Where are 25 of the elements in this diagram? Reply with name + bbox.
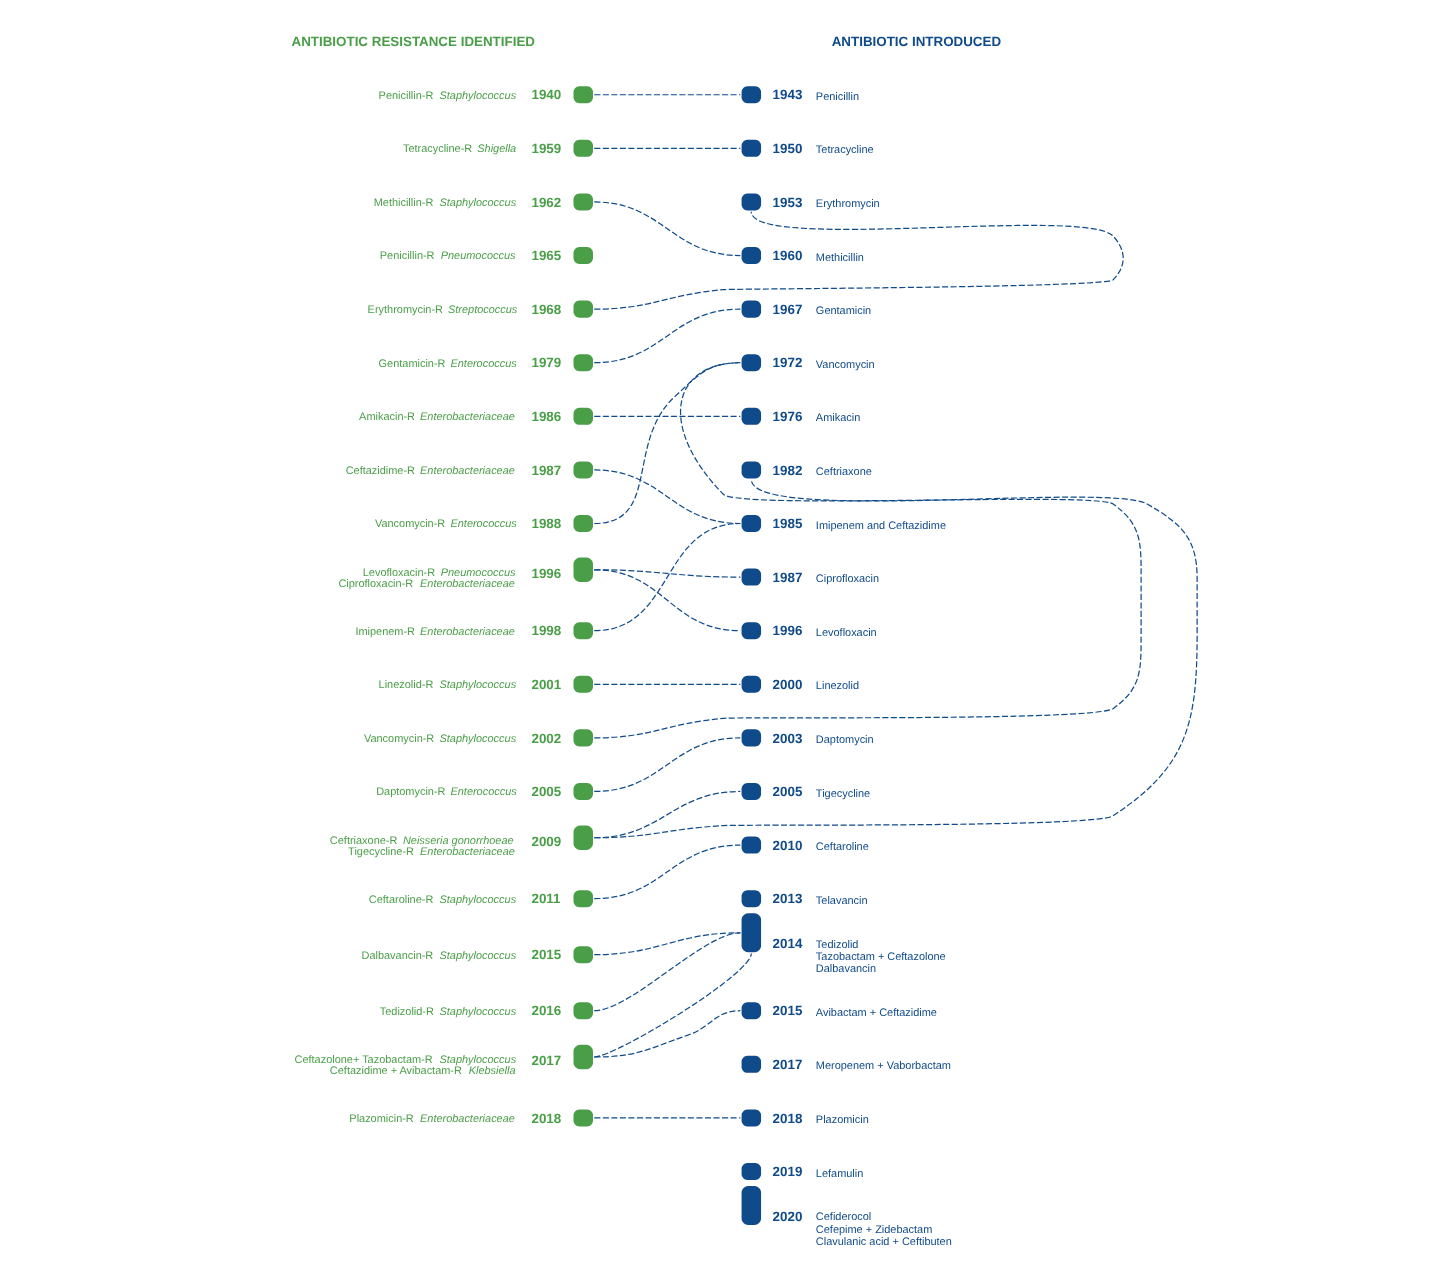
node-box (573, 1044, 593, 1070)
connector (593, 1010, 741, 1058)
connector (593, 308, 741, 364)
connector (593, 362, 1142, 739)
node-box (741, 913, 762, 953)
connector (593, 1117, 741, 1119)
connector (593, 147, 741, 149)
node-box (573, 557, 593, 582)
connector (593, 94, 741, 96)
connector (593, 932, 741, 956)
connector (593, 952, 752, 1058)
node-box (741, 1186, 762, 1226)
connector (593, 790, 741, 839)
connector (593, 737, 741, 793)
connector (593, 932, 741, 1012)
connector (593, 415, 741, 417)
connector (593, 522, 741, 632)
connector (593, 569, 741, 632)
connector (593, 362, 741, 525)
connector (593, 211, 1124, 310)
connector (593, 844, 741, 900)
connector (593, 683, 741, 685)
connector (593, 479, 1198, 839)
connector (593, 201, 741, 257)
node-box (573, 825, 593, 850)
